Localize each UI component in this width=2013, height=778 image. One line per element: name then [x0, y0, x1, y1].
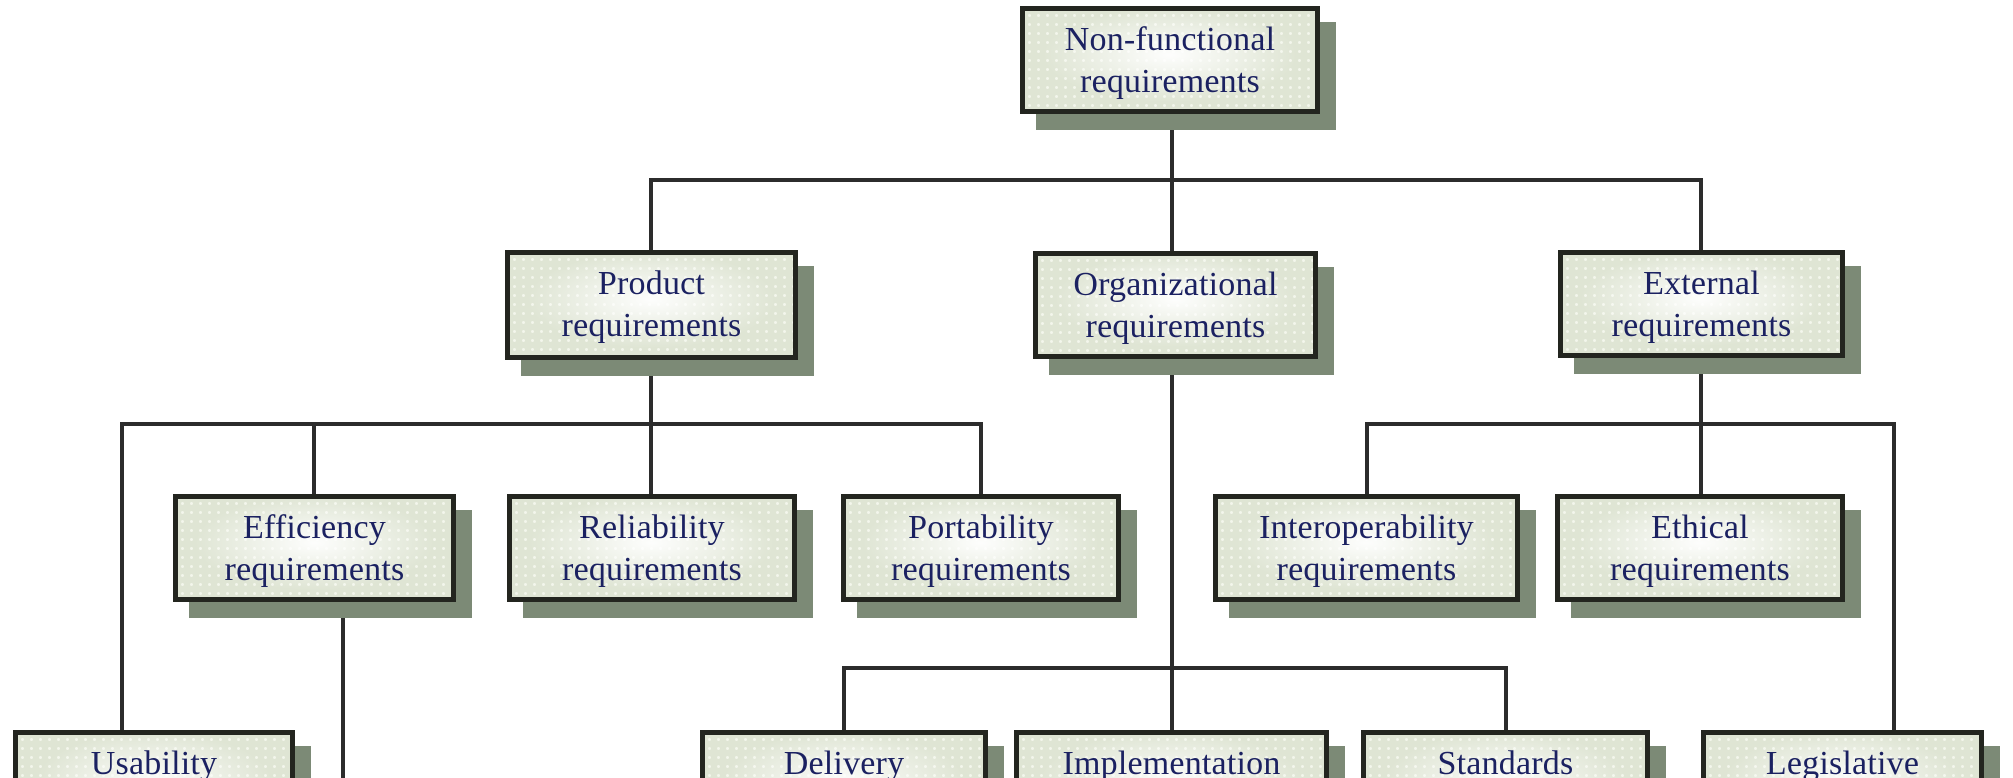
- node-label-line2: requirements: [1611, 307, 1792, 345]
- connector-external-drop: [1699, 356, 1703, 426]
- node-efficiency-requirements: Efficiency requirements: [173, 494, 456, 602]
- node-label-line2: requirements: [562, 551, 742, 589]
- node-external-requirements: External requirements: [1558, 250, 1845, 358]
- connector-organizational-horizontal: [842, 666, 1508, 670]
- connector-drop-interoperability: [1365, 422, 1369, 496]
- node-label-line1: Interoperability: [1259, 509, 1474, 546]
- connector-product-drop: [649, 356, 653, 426]
- node-label-line2: requirements: [1610, 551, 1790, 589]
- node-ethical-requirements: Ethical requirements: [1555, 494, 1845, 602]
- connector-root-drop: [1170, 112, 1174, 182]
- node-label-line2: requirements: [224, 551, 405, 589]
- node-label-line2: requirements: [1276, 551, 1457, 589]
- node-label-line1: Ethical: [1651, 509, 1749, 546]
- node-usability: Usability: [13, 730, 295, 778]
- connector-drop-ethical: [1699, 422, 1703, 496]
- node-interoperability-requirements: Interoperability requirements: [1213, 494, 1520, 602]
- node-label-line2: requirements: [1085, 308, 1266, 346]
- connector-top-horizontal: [649, 178, 1703, 182]
- node-implementation: Implementation: [1014, 730, 1329, 778]
- node-label-line1: Portability: [908, 509, 1054, 546]
- node-label-line1: Delivery: [783, 745, 905, 778]
- connector-drop-legislative: [1892, 422, 1896, 732]
- node-label-line1: Standards: [1437, 745, 1574, 778]
- connector-drop-efficiency: [312, 422, 316, 496]
- node-label-line1: Organizational: [1073, 266, 1278, 303]
- node-label-line1: Efficiency: [243, 509, 386, 546]
- connector-drop-organizational: [1170, 178, 1174, 252]
- node-standards: Standards: [1361, 730, 1650, 778]
- node-label-line2: requirements: [1080, 63, 1260, 101]
- node-label-line1: Legislative: [1765, 745, 1920, 778]
- node-portability-requirements: Portability requirements: [841, 494, 1121, 602]
- node-label-line2: requirements: [891, 551, 1071, 589]
- connector-drop-reliability: [649, 422, 653, 496]
- connector-product-horizontal: [120, 422, 983, 426]
- node-label-line1: Non-functional: [1064, 21, 1276, 58]
- connector-drop-usability: [120, 422, 124, 732]
- node-legislative: Legislative: [1701, 730, 1984, 778]
- connector-drop-implementation: [1170, 666, 1174, 732]
- node-product-requirements: Product requirements: [505, 250, 798, 360]
- connector-drop-portability: [979, 422, 983, 496]
- connector-organizational-drop: [1170, 356, 1174, 670]
- connector-drop-delivery: [842, 666, 846, 732]
- node-delivery: Delivery: [700, 730, 988, 778]
- connector-external-horizontal: [1365, 422, 1896, 426]
- connector-efficiency-descender: [341, 600, 345, 778]
- connector-drop-product: [649, 178, 653, 252]
- node-label-line1: Implementation: [1062, 745, 1281, 778]
- connector-drop-external: [1699, 178, 1703, 252]
- node-organizational-requirements: Organizational requirements: [1033, 251, 1318, 359]
- node-reliability-requirements: Reliability requirements: [507, 494, 797, 602]
- node-label-line2: requirements: [561, 307, 742, 345]
- node-label-line1: Reliability: [579, 509, 725, 546]
- node-label-line1: External: [1643, 265, 1760, 302]
- connector-drop-standards: [1504, 666, 1508, 732]
- node-non-functional-requirements: Non-functional requirements: [1020, 6, 1320, 114]
- node-label-line1: Usability: [90, 745, 218, 778]
- node-label-line1: Product: [597, 265, 706, 302]
